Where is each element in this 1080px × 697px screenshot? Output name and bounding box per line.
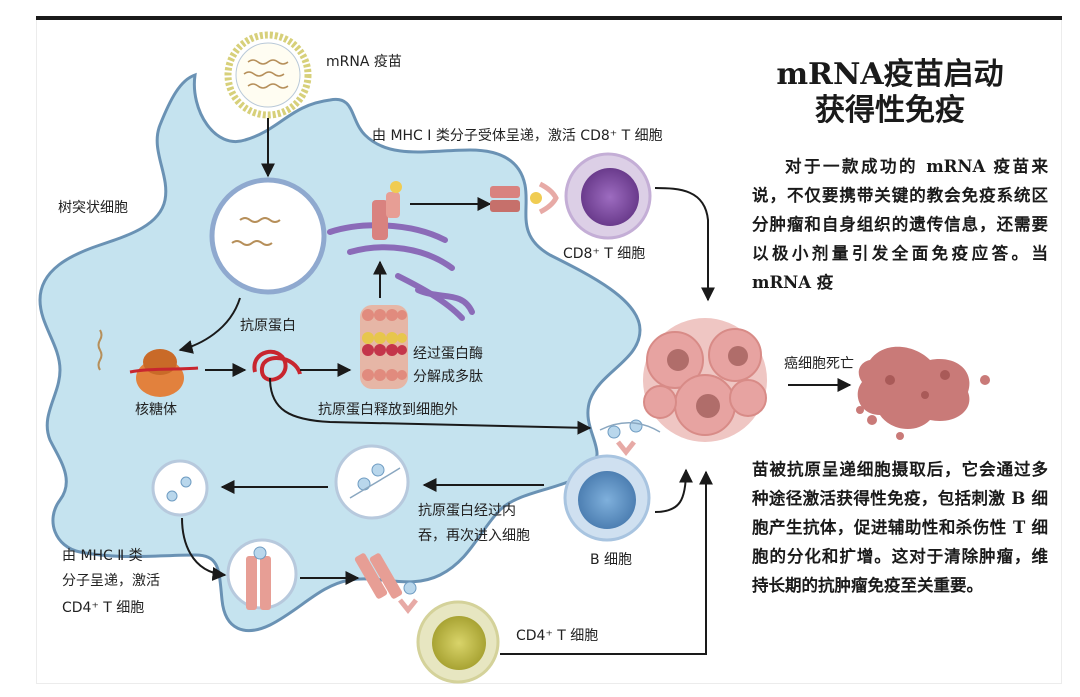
tumor-cells-icon xyxy=(643,318,767,442)
lysosome-icon xyxy=(151,459,209,517)
endocytosis-label-2: 吞，再次进入细胞 xyxy=(418,528,530,544)
title-line-2: 获得性免疫 xyxy=(815,93,965,128)
arrow-endosome-to-ribosome xyxy=(178,297,241,354)
antigen-release-label: 抗原蛋白释放到细胞外 xyxy=(318,402,458,418)
mhc-i-presented-icon xyxy=(490,181,559,215)
vaccine-label: mRNA 疫苗 xyxy=(326,54,402,70)
cd8-t-cell-icon xyxy=(564,152,652,240)
ribosome-icon xyxy=(97,329,199,397)
title-line-1: mRNA疫苗启动 xyxy=(776,57,1003,92)
arrow-cd4-to-tumor xyxy=(500,470,713,655)
b-cell-label: B 细胞 xyxy=(590,552,632,568)
arrow-cd8-to-tumor xyxy=(654,187,715,302)
mhc-ii-presented-icon xyxy=(354,553,418,615)
proteasome-label-2: 分解成多肽 xyxy=(413,368,483,385)
proteasome-icon xyxy=(360,305,408,389)
endocytosis-label-1: 抗原蛋白经过内 xyxy=(418,503,516,519)
dead-cancer-cell-icon xyxy=(856,346,990,440)
mhc-ii-label-1: 由 MHC Ⅱ 类 xyxy=(62,548,143,564)
antigen-protein-label: 抗原蛋白 xyxy=(240,318,296,334)
mrna-vaccine-icon xyxy=(224,31,312,119)
figure-frame xyxy=(36,20,1062,684)
proteasome-label-1: 经过蛋白酶 xyxy=(413,346,483,362)
cd4-label: CD4⁺ T 细胞 xyxy=(516,628,598,644)
cd4-t-cell-icon xyxy=(416,600,500,684)
cancer-death-label: 癌细胞死亡 xyxy=(784,356,854,372)
mhc-ii-label-2: 分子呈递，激活 xyxy=(62,572,160,589)
arrow-b-cell-to-tumor xyxy=(654,468,693,513)
intro-paragraph: 对于一款成功的 mRNA 疫苗来说，不仅要携带关键的教会免疫系统区分肿瘤和自身组… xyxy=(752,157,1048,292)
cd8-label: CD8⁺ T 细胞 xyxy=(563,246,645,262)
mhc-i-molecule-icon xyxy=(372,181,402,240)
arrow-lysosome-to-mhc-ii xyxy=(181,517,227,581)
endoplasmic-reticulum-icon xyxy=(327,222,475,321)
antibody-icon xyxy=(599,419,661,457)
mhc-ii-vesicle-icon xyxy=(226,538,298,610)
mhc-i-label: 由 MHC I 类分子受体呈递，激活 CD8⁺ T 细胞 xyxy=(372,127,663,144)
b-cell-icon xyxy=(563,454,651,542)
mhc-ii-label-3: CD4⁺ T 细胞 xyxy=(62,600,144,616)
endocytic-vesicle-icon xyxy=(334,444,410,520)
ribosome-label: 核糖体 xyxy=(135,402,177,418)
antigen-protein-icon xyxy=(252,349,302,382)
dendritic-cell-label: 树突状细胞 xyxy=(58,200,128,216)
top-rule xyxy=(36,16,1062,20)
arrow-antigen-release xyxy=(269,377,592,435)
continuation-paragraph: 苗被抗原呈递细胞摄取后，它会通过多种途径激活获得性免疫，包括刺激 B 细胞产生抗… xyxy=(752,460,1048,595)
endosome-icon xyxy=(209,177,327,295)
